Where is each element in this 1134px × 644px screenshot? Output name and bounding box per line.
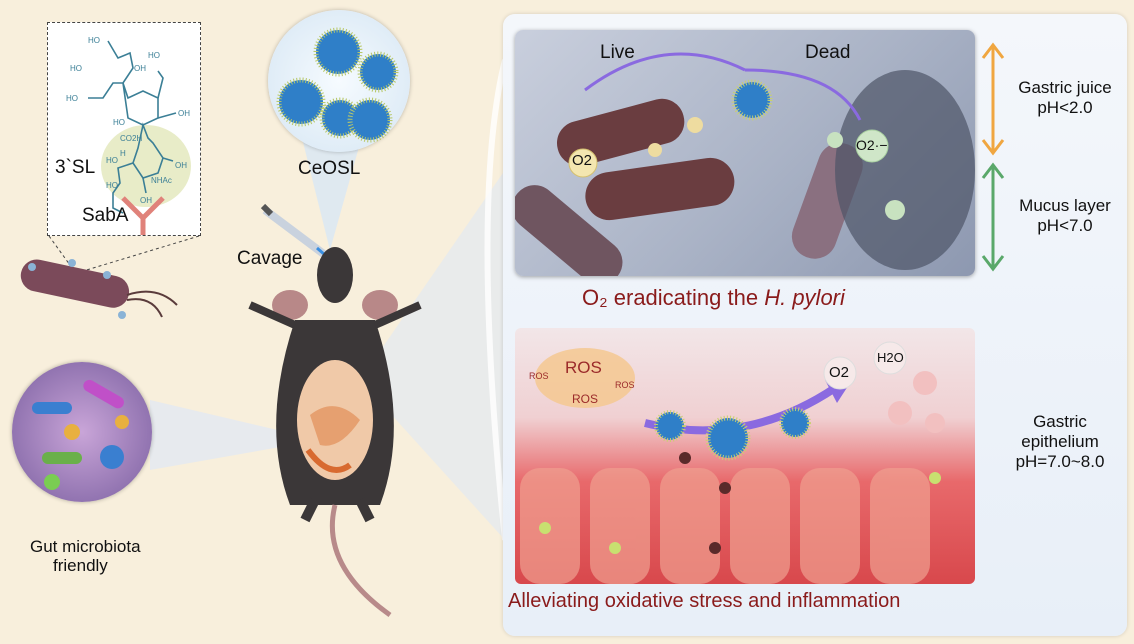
chemical-structure: HO HO OH HO HO OH HO CO2H H HO OH NHAc H… (66, 36, 190, 235)
label-ros: ROS (572, 392, 599, 406)
chem-label: OH (178, 109, 190, 118)
chem-label: HO (113, 118, 125, 127)
label-live: Live (600, 42, 635, 63)
chem-label: HO (148, 51, 160, 60)
gastric-juice-arrow-icon (981, 42, 1005, 156)
nanoparticle-icon (705, 415, 751, 461)
gut-microbiota-bubble (12, 362, 152, 502)
chem-label: OH (134, 64, 146, 73)
gastric-juice-ph: pH<2.0 (1037, 98, 1093, 117)
label-cavage: Cavage (237, 248, 303, 269)
ph-arrows (981, 42, 1005, 272)
nanoparticle-icon (731, 79, 773, 121)
h-pylori-eradication-image: Live Dead O2 O2·− (515, 30, 975, 276)
label-microbiota-line1: Gut microbiota (30, 537, 141, 556)
caption-antioxidant: Alleviating oxidative stress and inflamm… (508, 590, 901, 612)
h-pylori-bacterium-icon (20, 259, 178, 319)
epithelium-text-1: Gastric (1033, 412, 1087, 431)
chem-label: HO (70, 64, 82, 73)
bacteria-cluster-icon (32, 379, 129, 490)
ros-cloud (535, 348, 635, 408)
label-3sl: 3`SL (55, 157, 96, 178)
epithelium-ph: pH=7.0~8.0 (1015, 452, 1105, 471)
mucus-layer-text: Mucus layer (1019, 196, 1111, 215)
label-ros: ROS (615, 380, 635, 390)
label-h2o-product: H2O (877, 350, 904, 365)
nanoparticle-icon (779, 407, 811, 439)
label-microbiota-line2: friendly (53, 556, 108, 575)
label-gastric-epithelium: Gastric epithelium pH=7.0~8.0 (1000, 412, 1120, 472)
chem-label: HO (66, 94, 78, 103)
epithelium-scene (520, 341, 945, 584)
mouse-illustration (248, 247, 422, 618)
label-o2-product: O2 (829, 364, 850, 381)
saba-receptor-icon (121, 196, 165, 235)
chem-label: OH (140, 196, 152, 205)
chem-label: CO2H (120, 134, 142, 143)
bacteria-scene (515, 52, 975, 276)
chem-label: H (120, 149, 126, 158)
label-mucus-layer: Mucus layer pH<7.0 (1005, 196, 1125, 236)
sialyllactose-inset: HO HO OH HO HO OH HO CO2H H HO OH NHAc H… (47, 22, 201, 236)
caption-eradication-species: H. pylori (764, 285, 845, 310)
mucus-layer-ph: pH<7.0 (1037, 216, 1093, 235)
label-superoxide: O2·− (856, 137, 888, 153)
chem-label: OH (175, 161, 187, 170)
mucus-layer-arrow-icon (981, 162, 1005, 272)
label-dead: Dead (805, 42, 851, 63)
caption-eradication: O₂ eradicating the H. pylori (582, 285, 845, 311)
label-ros-main: ROS (565, 358, 602, 377)
label-o2: O2 (572, 152, 593, 169)
caption-eradication-text: O₂ eradicating the (582, 285, 765, 310)
label-saba: SabA (82, 205, 129, 226)
chem-label: HO (106, 181, 118, 190)
chem-label: NHAc (151, 176, 172, 185)
label-ros: ROS (529, 371, 549, 381)
ceosl-bubble (268, 10, 410, 152)
chem-label: HO (106, 156, 118, 165)
nanoparticle-cluster-icon (276, 27, 399, 143)
sabA-binding-highlight (101, 125, 191, 207)
epithelium-image: ROS ROS ROS ROS O2 H2O (515, 328, 975, 584)
nanoparticle-icon (654, 410, 686, 442)
epithelium-text-2: epithelium (1021, 432, 1099, 451)
gastric-juice-text: Gastric juice (1018, 78, 1112, 97)
chem-label: HO (88, 36, 100, 45)
label-gastric-juice: Gastric juice pH<2.0 (1005, 78, 1125, 118)
label-ceosl: CeOSL (298, 158, 361, 179)
